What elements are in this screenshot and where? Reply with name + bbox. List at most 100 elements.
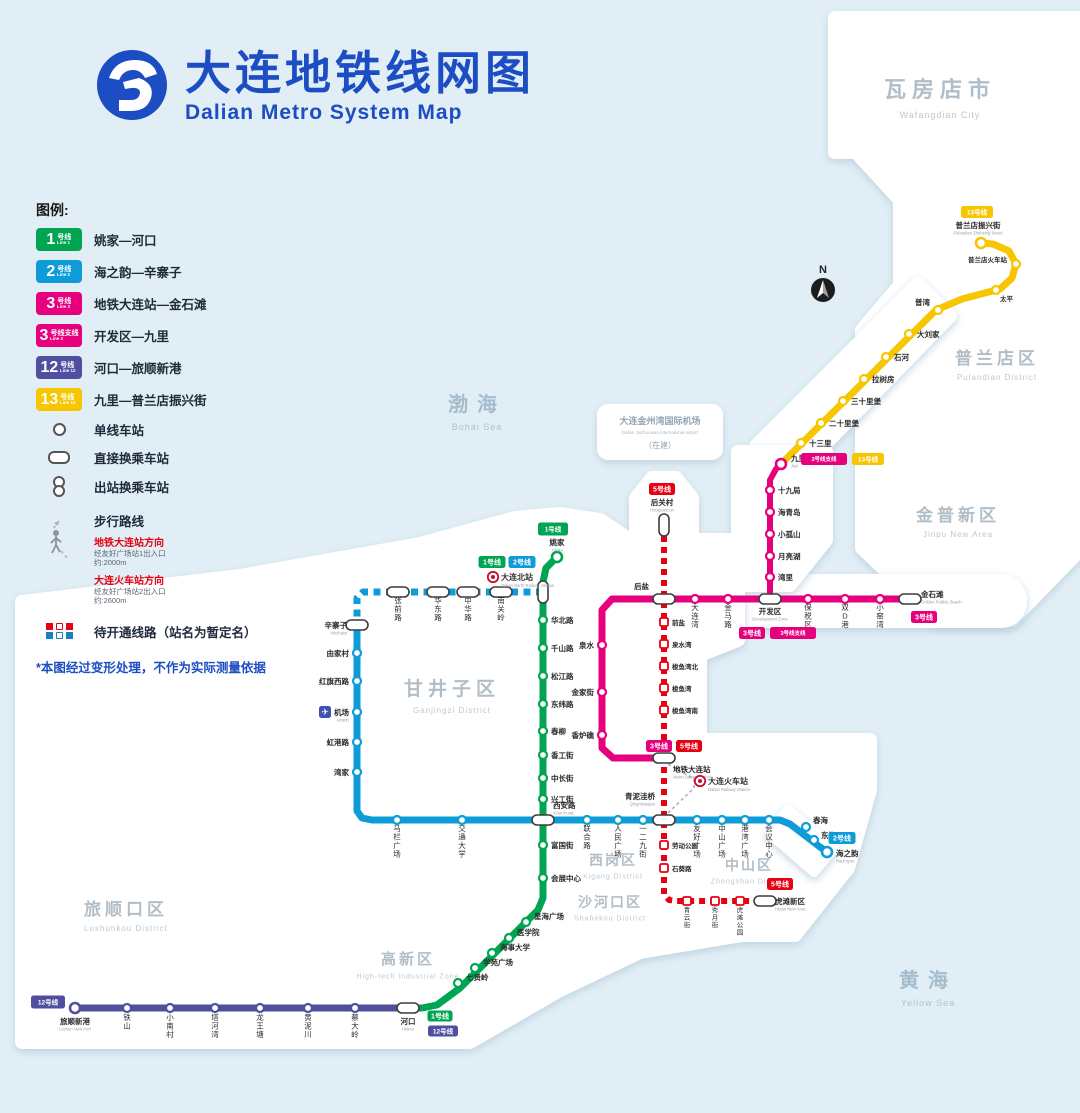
station-秀月街: 秀月街 [710, 896, 720, 929]
line-badge-1号线: 1号线 [538, 522, 568, 536]
svg-text:春柳: 春柳 [551, 726, 566, 736]
svg-text:泉水: 泉水 [579, 640, 594, 650]
svg-text:梭鱼湾北: 梭鱼湾北 [672, 662, 699, 671]
station-医学院: 医学院 [503, 927, 540, 944]
svg-text:东纬路: 东纬路 [551, 699, 574, 709]
line-badge-3号线: 3号线 [739, 627, 765, 639]
station-后盐: 后盐 [634, 581, 676, 605]
svg-text:瓦房店市: 瓦房店市 [884, 77, 996, 102]
svg-text:5号线: 5号线 [771, 880, 789, 889]
station-星海广场: 星海广场 [520, 911, 564, 928]
svg-text:金马路: 金马路 [724, 602, 732, 629]
svg-text:后盐: 后盐 [634, 581, 649, 591]
station-二十里堡: 二十里堡 [815, 417, 859, 429]
svg-text:Yaojia: Yaojia [551, 548, 563, 553]
svg-text:姚家: 姚家 [549, 537, 565, 547]
station-富国街: 富国街 [537, 839, 574, 851]
svg-text:千山路: 千山路 [551, 643, 574, 653]
svg-text:沙河口区: 沙河口区 [578, 894, 642, 910]
station-春柳: 春柳 [537, 725, 566, 737]
svg-text:保税区: 保税区 [804, 603, 812, 629]
svg-text:3号线: 3号线 [650, 742, 668, 751]
svg-text:Xinzhaizi: Xinzhaizi [330, 631, 347, 636]
svg-text:1号线: 1号线 [431, 1012, 449, 1021]
svg-text:Lushunkou District: Lushunkou District [84, 924, 168, 933]
station-人民广场: 人民广场 [612, 814, 624, 859]
svg-text:普湾: 普湾 [915, 297, 930, 307]
svg-text:Pulandian District: Pulandian District [957, 373, 1037, 382]
svg-text:太平: 太平 [999, 294, 1014, 303]
svg-text:一二九街: 一二九街 [639, 824, 647, 859]
station-马栏广场: 马栏广场 [391, 814, 403, 859]
station-龙王塘: 龙王塘 [254, 1002, 266, 1039]
svg-text:High-tech Industrial Zone: High-tech Industrial Zone [356, 973, 459, 980]
station-联合路: 联合路 [581, 814, 593, 850]
station-石葵路: 石葵路 [659, 863, 692, 873]
svg-text:2号线: 2号线 [833, 834, 851, 843]
header: 大连地铁线网图 Dalian Metro System Map [95, 48, 535, 125]
station-湾里: 湾里 [764, 571, 793, 583]
svg-text:5号线: 5号线 [680, 742, 698, 751]
svg-text:3号线支线: 3号线支线 [780, 629, 806, 637]
svg-text:13号线: 13号线 [967, 207, 988, 216]
line-badge-1号线: 1号线 [478, 556, 506, 568]
svg-text:海事大学: 海事大学 [500, 942, 530, 952]
svg-text:十九局: 十九局 [778, 485, 801, 495]
svg-text:黄泥川: 黄泥川 [304, 1012, 312, 1039]
svg-text:1号线: 1号线 [545, 524, 562, 533]
svg-text:Hutan New Area: Hutan New Area [775, 907, 806, 912]
svg-text:虎滩公园: 虎滩公园 [737, 905, 744, 937]
svg-text:中山区: 中山区 [725, 857, 773, 873]
line-badge-5号线: 5号线 [649, 483, 675, 495]
svg-text:Bohai Sea: Bohai Sea [452, 422, 503, 432]
station-一二九街: 一二九街 [637, 814, 649, 859]
svg-text:Yellow Sea: Yellow Sea [901, 998, 955, 1008]
line-badge-3号线: 3号线 [911, 611, 937, 623]
svg-text:金石滩: 金石滩 [920, 589, 944, 599]
station-千山路: 千山路 [537, 642, 574, 654]
station-保税区: 保税区 [802, 593, 814, 629]
metro-line13 [777, 239, 1020, 468]
station-中长街: 中长街 [537, 772, 574, 784]
svg-text:石葵路: 石葵路 [671, 864, 692, 873]
svg-text:Qingniwaqiao: Qingniwaqiao [630, 802, 656, 807]
station-十三里: 十三里 [795, 437, 832, 449]
svg-text:大连北站: 大连北站 [501, 572, 533, 582]
station-青云街: 青云街 [682, 896, 692, 929]
station-大连北站 [537, 580, 549, 604]
station-兴工街: 兴工街 [537, 793, 574, 805]
svg-text:Development Zone: Development Zone [752, 617, 788, 622]
svg-text:前盐: 前盐 [672, 618, 686, 627]
svg-text:春海: 春海 [813, 815, 828, 825]
svg-text:月亮湖: 月亮湖 [777, 551, 801, 561]
station-太平: 太平 [990, 284, 1014, 303]
svg-text:联合路: 联合路 [583, 824, 591, 850]
line-badge-3号线: 3号线 [646, 740, 672, 752]
svg-text:Hekou: Hekou [402, 1027, 415, 1032]
svg-text:Jiuli: Jiuli [791, 464, 798, 469]
svg-text:秀月街: 秀月街 [712, 905, 719, 929]
svg-text:大刘家: 大刘家 [917, 329, 940, 339]
svg-text:星海广场: 星海广场 [534, 911, 564, 921]
svg-text:Dalian Railway Station: Dalian Railway Station [708, 787, 751, 792]
legend-title: 图例: [36, 202, 69, 218]
